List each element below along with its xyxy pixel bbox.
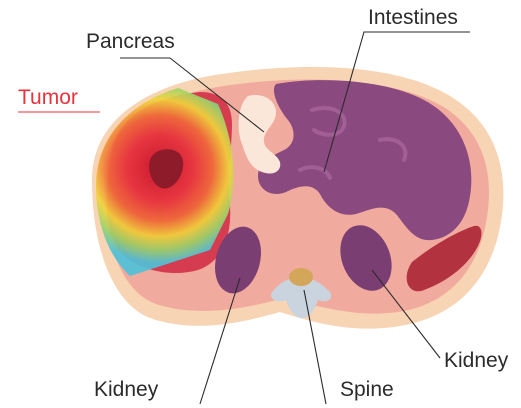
intestines-label: Intestines: [368, 6, 458, 29]
kidney-left-label: Kidney: [94, 378, 159, 401]
tumor-label: Tumor: [18, 86, 78, 109]
spine-core: [289, 268, 313, 286]
kidney-right-label: Kidney: [444, 349, 509, 372]
pancreas-label: Pancreas: [86, 30, 175, 53]
spine-label: Spine: [340, 378, 394, 401]
